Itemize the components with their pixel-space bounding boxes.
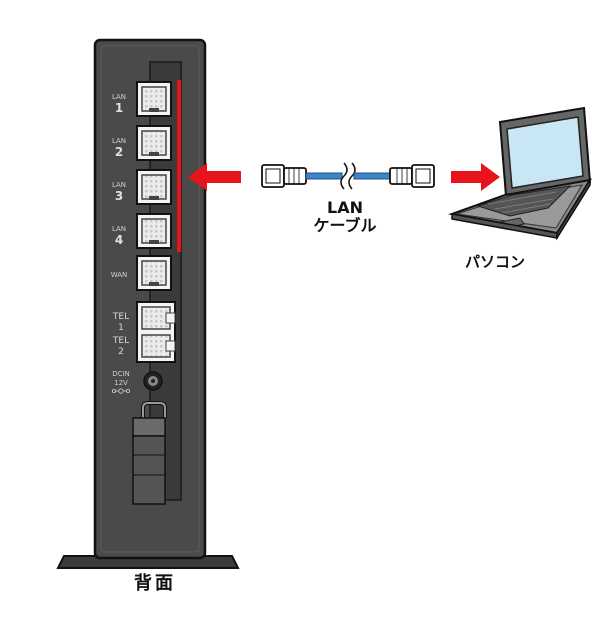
lan-port-3 bbox=[136, 169, 172, 205]
arrow-right-icon bbox=[451, 163, 500, 191]
lan-cable-label-line1: LAN bbox=[327, 198, 363, 217]
lan-port-1 bbox=[136, 81, 172, 117]
lan-highlight-bar bbox=[177, 80, 181, 252]
wan-label: WAN bbox=[111, 271, 128, 279]
lan-1-number: 1 bbox=[115, 101, 123, 115]
lan-1-label: LAN bbox=[112, 93, 126, 101]
tel-1-label: TEL bbox=[112, 312, 129, 322]
router-back-panel: LAN 1 LAN 2 LAN 3 LAN 4 WAN TEL 1 TEL 2 … bbox=[56, 38, 240, 569]
dcin-label: DCIN bbox=[112, 370, 130, 378]
lan-port-4 bbox=[136, 213, 172, 249]
tel-1-number: 1 bbox=[118, 323, 124, 333]
power-cable-hook bbox=[132, 401, 167, 505]
lan-cable-label-line2: ケーブル bbox=[313, 216, 377, 236]
laptop-icon bbox=[448, 106, 593, 241]
tel-2-label: TEL bbox=[112, 336, 129, 346]
lan-3-label: LAN bbox=[112, 181, 126, 189]
lan-2-number: 2 bbox=[115, 145, 123, 159]
lan-2-label: LAN bbox=[112, 137, 126, 145]
tel-ports bbox=[136, 301, 176, 363]
lan-4-number: 4 bbox=[115, 233, 123, 247]
lan-cable-icon bbox=[261, 162, 435, 190]
lan-4-label: LAN bbox=[112, 225, 126, 233]
tel-2-number: 2 bbox=[118, 347, 124, 357]
lan-3-number: 3 bbox=[115, 189, 123, 203]
wan-port bbox=[136, 255, 172, 291]
arrow-left-icon bbox=[188, 163, 241, 191]
dc-in-jack bbox=[143, 371, 163, 391]
pc-label: パソコン bbox=[464, 253, 525, 271]
lan-port-2 bbox=[136, 125, 172, 161]
lan-cable-label: LAN ケーブル bbox=[290, 198, 400, 236]
dcin-voltage: 12V bbox=[114, 379, 128, 387]
polarity-icon bbox=[112, 388, 131, 394]
back-panel-label: 背面 bbox=[134, 573, 176, 594]
